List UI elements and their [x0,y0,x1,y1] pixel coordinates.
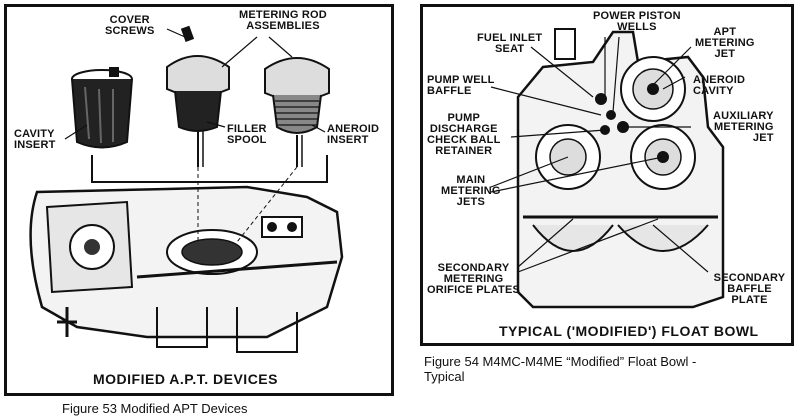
figure54-panel: POWER PISTON WELLS FUEL INLET SEAT APT M… [420,4,794,346]
figure53-caption: Figure 53 Modified APT Devices [62,401,248,416]
filler-spool-part [166,25,230,167]
apt-devices-illustration [29,25,344,353]
label-pump-discharge-retainer: PUMP DISCHARGE CHECK BALL RETAINER [427,112,501,157]
label-filler-spool: FILLER SPOOL [227,123,267,146]
label-secondary-metering-orifice-plates: SECONDARY METERING ORIFICE PLATES [427,262,521,296]
label-cavity-insert: CAVITY INSERT [14,128,56,151]
label-apt-metering-jet: APT METERING JET [695,26,755,60]
label-aneroid-cavity: ANEROID CAVITY [693,74,746,97]
cavity-insert-part [71,67,133,149]
float-bowl-body [516,28,725,309]
figure54-heading: TYPICAL ('MODIFIED') FLOAT BOWL [499,323,759,339]
aneroid-insert-part [264,57,330,167]
figure54-caption: Figure 54 M4MC-M4ME “Modified” Float Bow… [424,354,697,384]
figure53-panel: COVER SCREWS METERING ROD ASSEMBLIES CAV… [4,4,394,396]
label-pump-well-baffle: PUMP WELL BAFFLE [427,74,495,97]
label-fuel-inlet-seat: FUEL INLET SEAT [477,32,543,55]
label-metering-rod-assemblies: METERING ROD ASSEMBLIES [239,9,327,32]
figure53-heading: MODIFIED A.P.T. DEVICES [93,371,278,387]
float-bowl-illustration [490,28,725,309]
label-secondary-baffle-plate: SECONDARY BAFFLE PLATE [713,272,786,306]
label-power-piston-wells: POWER PISTON WELLS [593,10,681,33]
label-auxiliary-metering-jet: AUXILIARY METERING JET [713,110,774,144]
carburetor-body-part [29,185,344,353]
label-cover-screws: COVER SCREWS [105,14,155,37]
label-aneroid-insert: ANEROID INSERT [327,123,380,146]
label-main-metering-jets: MAIN METERING JETS [441,174,501,208]
